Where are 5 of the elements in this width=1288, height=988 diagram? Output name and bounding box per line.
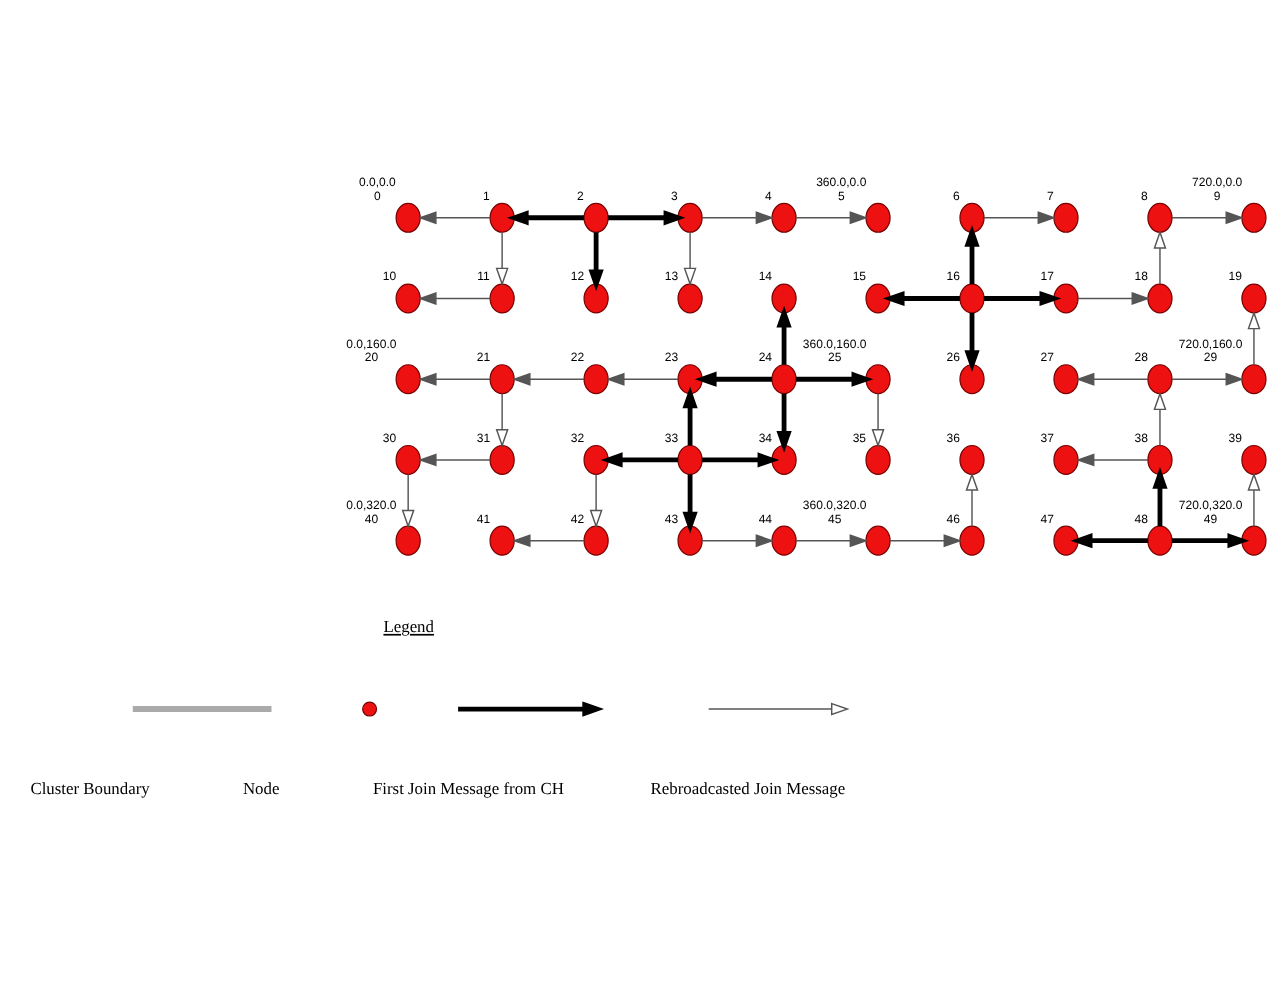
legend-label: Cluster Boundary [30, 777, 150, 798]
legend-label: Node [242, 777, 280, 798]
legend-label: First Join Message from CH [372, 777, 564, 798]
legend-label: Rebroadcasted Join Message [650, 777, 846, 798]
label: Legend [383, 615, 434, 636]
